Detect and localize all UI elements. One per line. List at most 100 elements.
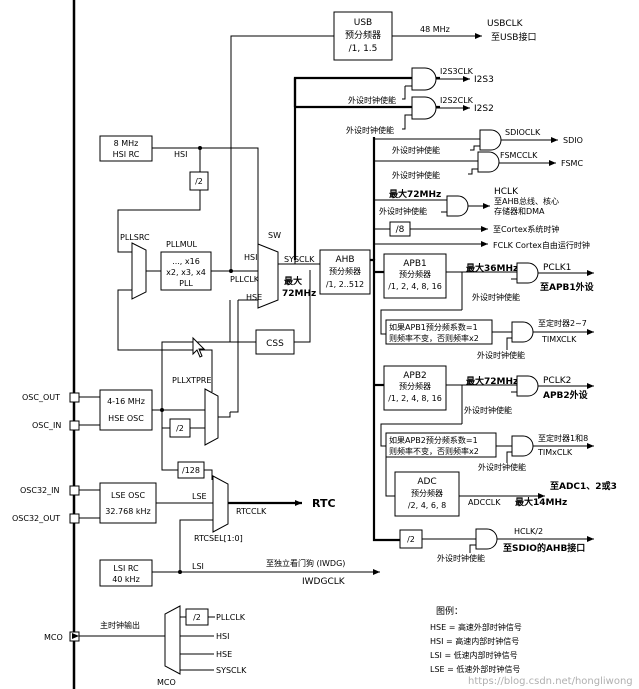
apb2-timxclk: TIMxCLK xyxy=(537,448,573,457)
rtc-label: RTC xyxy=(312,497,336,510)
fclk-label: FCLK Cortex自由运行时钟 xyxy=(493,240,590,250)
mouse-cursor-icon xyxy=(192,336,206,358)
apb1-timer-mult-box xyxy=(385,319,493,345)
mco-in-hsi: HSI xyxy=(216,632,229,641)
lsi-line-label: LSI xyxy=(192,562,204,571)
pll-name: PLL xyxy=(179,279,193,288)
apb1-timxclk: TIMXCLK xyxy=(541,335,577,344)
adc-divs: /2, 4, 6, 8 xyxy=(408,501,446,510)
apb2-subtitle: 预分频器 xyxy=(399,381,431,391)
apb1-timer-enable: 外设时钟使能 xyxy=(477,350,525,360)
sw-hse-label: HSE xyxy=(246,293,262,302)
apb1-enable-label: 外设时钟使能 xyxy=(472,292,520,302)
hclk-gate xyxy=(446,195,469,217)
pclk2-gate xyxy=(516,375,539,397)
css-label: CSS xyxy=(266,339,284,349)
osc32-out-pad xyxy=(69,513,80,524)
sw-mux xyxy=(257,243,279,309)
i2s2-enable-label: 外设时钟使能 xyxy=(346,125,394,135)
apb2-timer-enable: 外设时钟使能 xyxy=(478,462,526,472)
mco-mux-label: MCO xyxy=(157,678,176,687)
apb1-subtitle: 预分频器 xyxy=(399,269,431,279)
lsi-freq: 40 kHz xyxy=(112,575,140,584)
apb2-title: APB2 xyxy=(403,371,426,381)
mco-output-label: 主时钟输出 xyxy=(100,620,140,630)
usb-title: USB xyxy=(354,18,372,28)
fsmc-label: FSMC xyxy=(561,159,583,168)
osc-in-label: OSC_IN xyxy=(32,421,61,430)
sdio-ahb-gate xyxy=(475,528,498,550)
rtcclk-label: RTCCLK xyxy=(236,507,267,516)
adc-title: ADC xyxy=(417,477,436,487)
usb-destination: 至USB接口 xyxy=(491,31,536,43)
pllxtpre-mux xyxy=(204,388,219,446)
osc32-in-label: OSC32_IN xyxy=(20,486,60,495)
pllxtpre-label: PLLXTPRE xyxy=(172,376,211,385)
mco-mux xyxy=(164,605,181,675)
pll-factors2: x2, x3, x4 xyxy=(166,268,206,277)
i2s3-gate xyxy=(411,67,437,91)
osc32-in-pad xyxy=(69,485,80,496)
pllmul-label: PLLMUL xyxy=(166,240,197,249)
sw-label: SW xyxy=(268,231,281,240)
watermark: https://blog.csdn.net/hongliwong xyxy=(468,676,633,687)
legend-item-hse: HSE = 高速外部时钟信号 xyxy=(430,622,522,632)
hclk2-label: HCLK/2 xyxy=(514,527,543,536)
mco-pad xyxy=(69,631,80,642)
cortex-systick-label: 至Cortex系统时钟 xyxy=(493,224,559,234)
pclk1-gate xyxy=(516,262,539,284)
usb-subtitle: 预分频器 xyxy=(345,29,381,41)
osc-out-pad xyxy=(69,392,80,403)
usbclk-label: USBCLK xyxy=(487,19,524,29)
apb1-max: 最大36MHz xyxy=(466,262,518,274)
pll-box xyxy=(160,251,212,291)
mco-pin-label: MCO xyxy=(44,633,63,642)
lse-name: LSE OSC xyxy=(111,491,146,500)
hclk-max: 最大72MHz xyxy=(389,188,441,200)
hsi-rc-box xyxy=(99,135,153,162)
apb2-note1: 如果APB2预分频系数=1 xyxy=(389,435,478,445)
apb2-prescaler-box xyxy=(383,365,447,411)
usb-divs: /1, 1.5 xyxy=(349,44,378,54)
pclk2-label: PCLK2 xyxy=(543,376,571,386)
ahb-subtitle: 预分频器 xyxy=(329,266,361,276)
lse-freq: 32.768 kHz xyxy=(105,507,150,516)
rtcsel-mux xyxy=(212,475,229,533)
mco-in-pllclk: PLLCLK xyxy=(216,613,246,622)
legend-item-hsi: HSI = 高速内部时钟信号 xyxy=(430,636,519,646)
apb1-dest: 至APB1外设 xyxy=(540,281,595,293)
lse-osc-box xyxy=(99,482,157,524)
hse-div2-label: /2 xyxy=(176,424,184,433)
sw-hsi-label: HSI xyxy=(244,253,257,262)
sdio-ahb-div2-label: /2 xyxy=(407,535,415,544)
apb2-enable-label: 外设时钟使能 xyxy=(464,405,512,415)
apb1-title: APB1 xyxy=(403,259,426,269)
adc-prescaler-box xyxy=(394,471,460,517)
apb2-note2: 则频率不变，否则频率x2 xyxy=(389,446,479,456)
sysclk-max2: 72MHz xyxy=(282,289,316,299)
adc-subtitle: 预分频器 xyxy=(411,488,443,498)
sdio-label: SDIO xyxy=(563,136,583,145)
apb1-timer-dest: 至定时器2~7 xyxy=(538,318,587,328)
ahb-divs: /1, 2..512 xyxy=(326,280,364,289)
pllsrc-label: PLLSRC xyxy=(120,233,150,242)
fsmc-gate xyxy=(477,151,500,173)
i2s3-enable-label: 外设时钟使能 xyxy=(348,95,396,105)
pll-factors1: ..., x16 xyxy=(172,257,200,266)
sysclk-max1: 最大 xyxy=(284,275,302,287)
apb2-timer-gate xyxy=(511,435,534,457)
hclk-desc2: 存储器和DMA xyxy=(494,206,545,216)
fsmcclk-label: FSMCCLK xyxy=(500,151,538,160)
i2s3-label: I2S3 xyxy=(474,75,494,85)
i2s2-gate xyxy=(411,96,437,120)
pllsrc-mux xyxy=(131,242,147,300)
hclk-desc1: 至AHB总线、核心 xyxy=(494,196,559,206)
hse-div128-label: /128 xyxy=(182,466,200,475)
hclk-enable-label: 外设时钟使能 xyxy=(379,206,427,216)
hsi-name: HSI RC xyxy=(113,150,140,159)
mco-div2-label: /2 xyxy=(193,613,201,622)
osc-in-pad xyxy=(69,420,80,431)
cortex-div8-label: /8 xyxy=(396,225,405,235)
legend-title: 图例： xyxy=(436,605,463,617)
